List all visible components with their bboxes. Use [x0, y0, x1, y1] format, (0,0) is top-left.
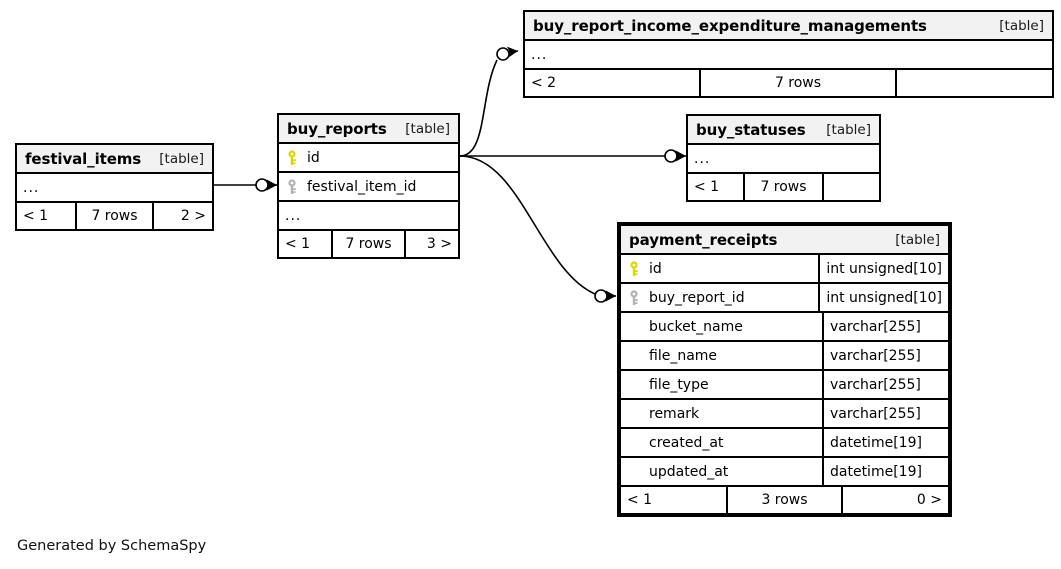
column-name: id — [307, 149, 320, 166]
table-row[interactable]: festival_item_id — [279, 173, 458, 202]
table-header: payment_receipts [table] — [621, 226, 948, 255]
collapsed-columns-ellipsis: ... — [525, 41, 1052, 70]
footer-row-count: 7 rows — [743, 174, 824, 200]
footer-row-count: 7 rows — [699, 70, 897, 96]
table-header: festival_items [table] — [17, 145, 212, 174]
table-kind-label: [table] — [159, 150, 204, 167]
table-footer: < 1 7 rows — [688, 174, 879, 200]
column-cell: file_type — [621, 371, 822, 398]
table-row[interactable]: bucket_name varchar[255] — [621, 313, 948, 342]
table-header: buy_reports [table] — [279, 115, 458, 144]
table-footer: < 2 7 rows — [525, 70, 1052, 96]
footer-row-count: 7 rows — [75, 203, 154, 229]
table-footer: < 1 7 rows 3 > — [279, 231, 458, 257]
collapsed-columns-ellipsis: ... — [688, 145, 879, 174]
table-title: buy_statuses — [696, 120, 806, 139]
table-kind-label: [table] — [826, 121, 871, 138]
footer-children-count[interactable]: 3 > — [426, 236, 452, 252]
foreign-key-icon — [629, 289, 642, 306]
column-cell: buy_report_id — [621, 284, 818, 311]
footer-parents-count[interactable]: < 1 — [285, 236, 311, 252]
column-name: festival_item_id — [307, 178, 417, 195]
footer-children-count[interactable]: 2 > — [180, 208, 206, 224]
table-node-buy-reports[interactable]: buy_reports [table] id — [277, 113, 460, 259]
column-type: int unsigned[10] — [818, 284, 948, 311]
table-row[interactable]: id — [279, 144, 458, 173]
column-name: buy_report_id — [649, 289, 745, 306]
column-cell: bucket_name — [621, 313, 822, 340]
primary-key-icon — [629, 260, 642, 277]
edge-buy-reports-to-payment-receipts — [459, 155, 616, 303]
column-name: file_name — [649, 347, 718, 364]
footer-row-count: 3 rows — [726, 487, 843, 513]
column-name: created_at — [649, 434, 724, 451]
column-cell: remark — [621, 400, 822, 427]
edge-buy-reports-to-buy-statuses — [460, 149, 686, 163]
column-cell: id — [621, 255, 818, 282]
column-cell: festival_item_id — [279, 173, 458, 200]
table-title: payment_receipts — [629, 230, 778, 249]
column-name: id — [649, 260, 662, 277]
footer-row-count: 7 rows — [331, 231, 406, 257]
column-type: varchar[255] — [822, 342, 948, 369]
footer-parents-count[interactable]: < 1 — [694, 179, 720, 195]
table-node-festival-items[interactable]: festival_items [table] ... < 1 7 rows 2 … — [15, 143, 214, 231]
table-node-buy-report-income-expenditure-managements[interactable]: buy_report_income_expenditure_management… — [523, 10, 1054, 98]
column-type: varchar[255] — [822, 400, 948, 427]
footer-children-count[interactable]: 0 > — [916, 492, 942, 508]
footer-parents-count[interactable]: < 2 — [531, 75, 557, 91]
table-row[interactable]: created_at datetime[19] — [621, 429, 948, 458]
table-title: buy_report_income_expenditure_management… — [533, 16, 927, 35]
primary-key-icon — [287, 149, 300, 166]
table-row[interactable]: remark varchar[255] — [621, 400, 948, 429]
footer-children-count[interactable] — [897, 70, 1052, 96]
table-footer: < 1 3 rows 0 > — [621, 487, 948, 513]
column-cell: created_at — [621, 429, 822, 456]
table-row[interactable]: file_type varchar[255] — [621, 371, 948, 400]
column-cell: updated_at — [621, 458, 822, 485]
column-type: datetime[19] — [822, 429, 948, 456]
table-node-payment-receipts[interactable]: payment_receipts [table] id int unsigned… — [617, 222, 952, 517]
table-node-buy-statuses[interactable]: buy_statuses [table] ... < 1 7 rows — [686, 114, 881, 202]
edge-buy-reports-to-income-expenditure — [459, 46, 519, 157]
table-title: festival_items — [25, 149, 142, 168]
column-cell: id — [279, 144, 458, 171]
generated-by-credit: Generated by SchemaSpy — [17, 538, 207, 554]
table-header: buy_statuses [table] — [688, 116, 879, 145]
table-row[interactable]: updated_at datetime[19] — [621, 458, 948, 487]
column-type: varchar[255] — [822, 313, 948, 340]
table-title: buy_reports — [287, 119, 387, 138]
table-kind-label: [table] — [999, 17, 1044, 34]
column-name: updated_at — [649, 463, 729, 480]
edge-festival-items-to-buy-reports — [214, 178, 277, 192]
table-kind-label: [table] — [405, 120, 450, 137]
footer-parents-count[interactable]: < 1 — [23, 208, 49, 224]
column-cell: file_name — [621, 342, 822, 369]
table-row[interactable]: id int unsigned[10] — [621, 255, 948, 284]
collapsed-columns-ellipsis: ... — [279, 202, 458, 231]
column-type: varchar[255] — [822, 371, 948, 398]
column-type: datetime[19] — [822, 458, 948, 485]
column-name: file_type — [649, 376, 709, 393]
table-kind-label: [table] — [895, 231, 940, 248]
foreign-key-icon — [287, 178, 300, 195]
column-name: remark — [649, 405, 700, 422]
table-row[interactable]: buy_report_id int unsigned[10] — [621, 284, 948, 313]
column-name: bucket_name — [649, 318, 743, 335]
footer-children-count[interactable] — [824, 174, 879, 200]
table-row[interactable]: file_name varchar[255] — [621, 342, 948, 371]
collapsed-columns-ellipsis: ... — [17, 174, 212, 203]
table-header: buy_report_income_expenditure_management… — [525, 12, 1052, 41]
footer-parents-count[interactable]: < 1 — [627, 492, 653, 508]
column-type: int unsigned[10] — [818, 255, 948, 282]
table-footer: < 1 7 rows 2 > — [17, 203, 212, 229]
